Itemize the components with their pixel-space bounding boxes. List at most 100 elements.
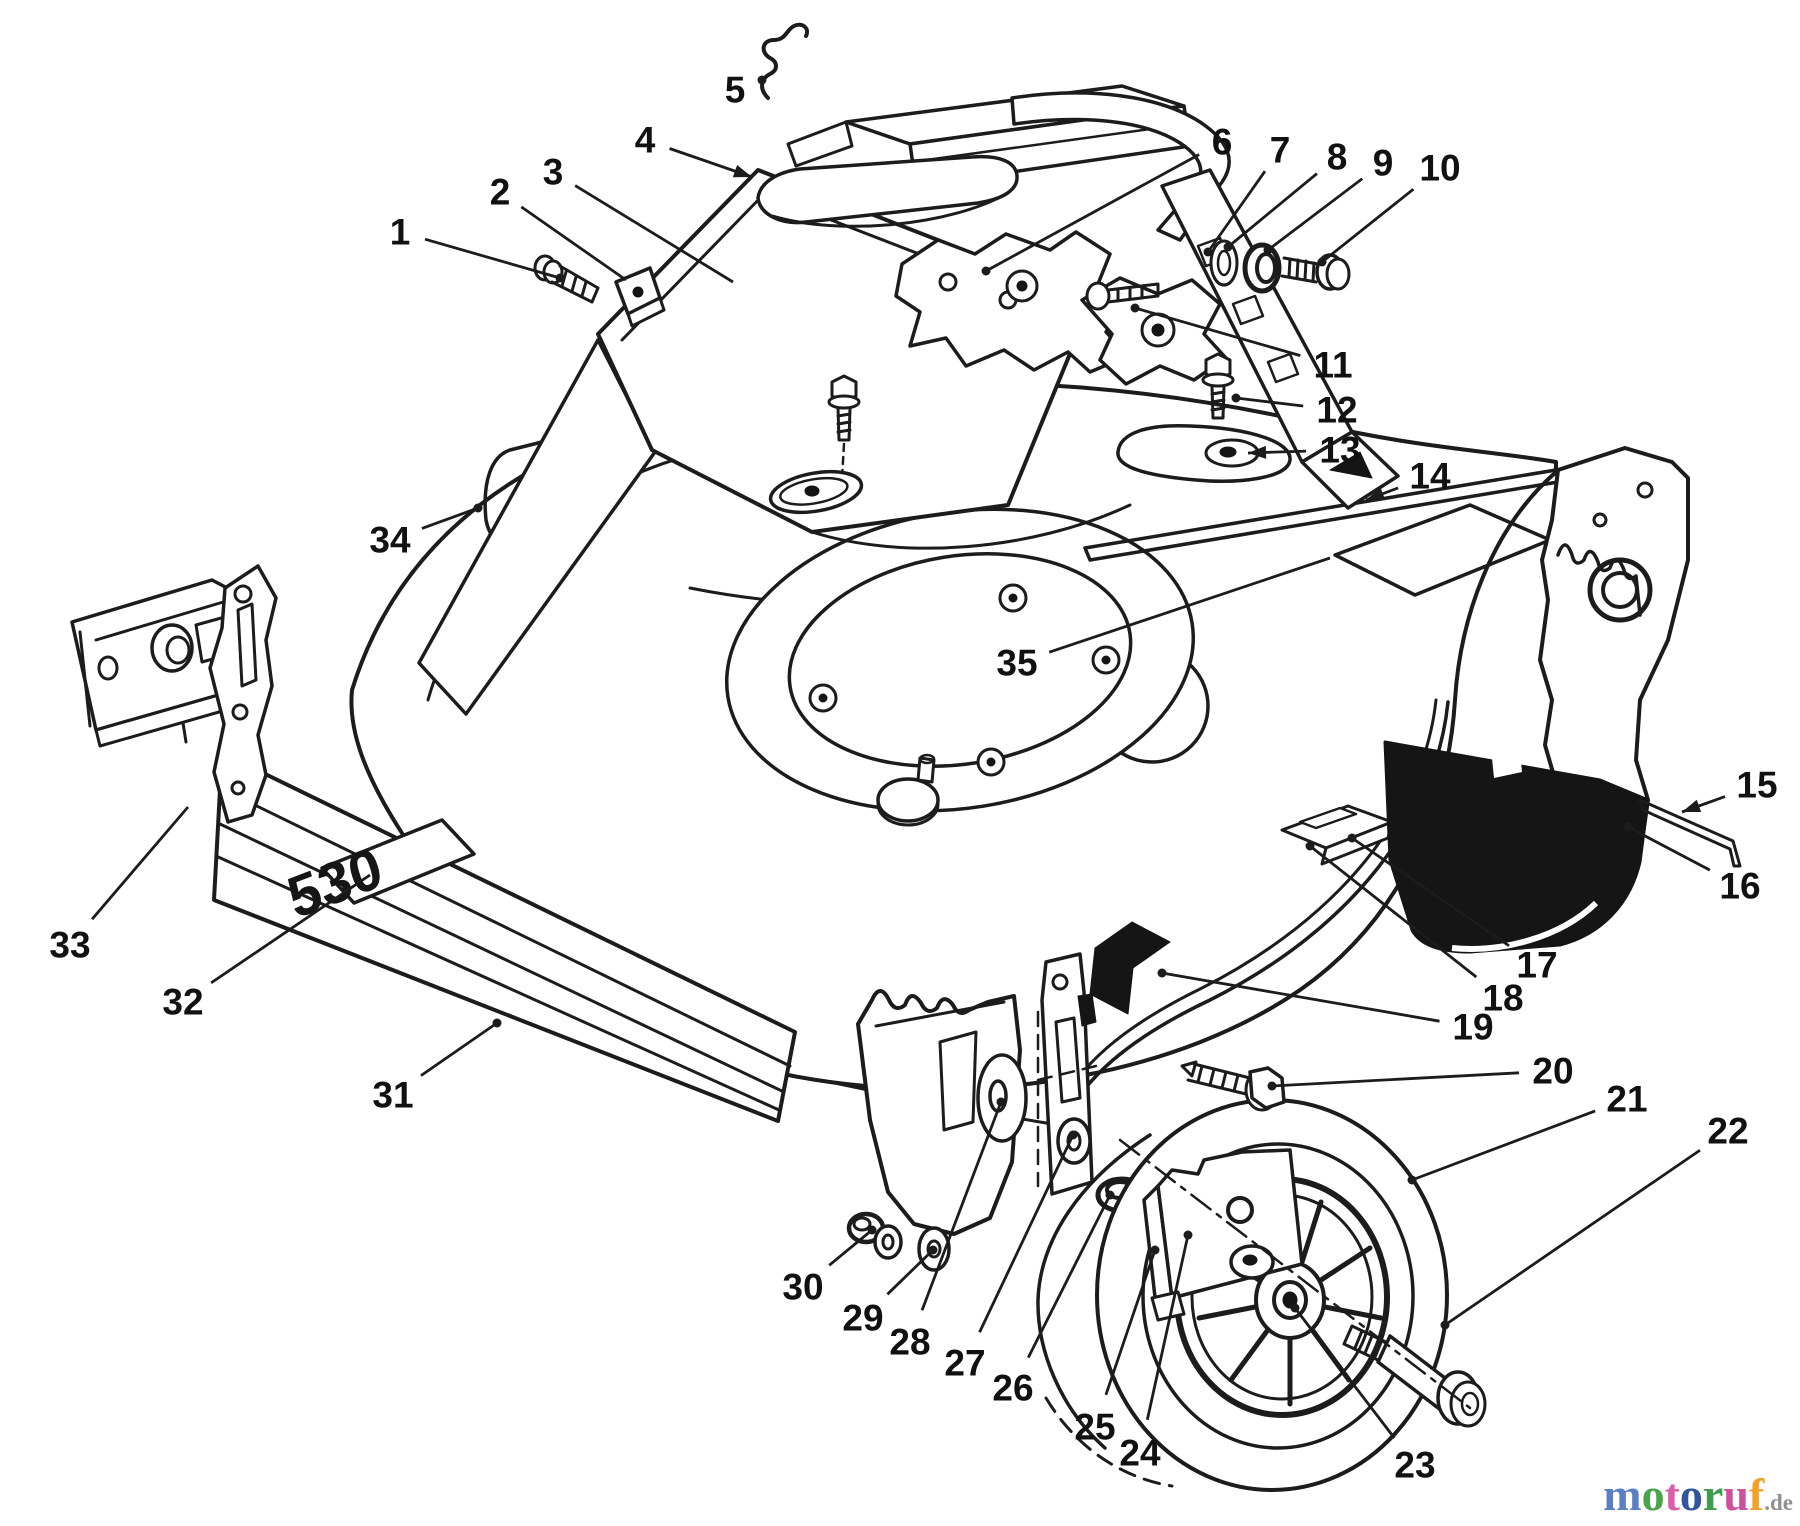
carriage-bolt-11 xyxy=(1085,281,1160,311)
clip-plate-2 xyxy=(614,266,666,328)
part-number-28: 28 xyxy=(889,1322,930,1363)
part-number-11: 11 xyxy=(1313,345,1352,386)
callout-25: 25 xyxy=(1074,1245,1160,1448)
control-panel xyxy=(756,154,1019,228)
callout-17: 17 xyxy=(1347,833,1558,986)
callout-32: 32 xyxy=(162,873,371,1023)
callout-18: 18 xyxy=(1305,841,1524,1019)
part-number-25: 25 xyxy=(1074,1407,1115,1448)
axis-line xyxy=(1118,1138,1472,1410)
height-lever-left xyxy=(208,564,278,824)
cable-clip-5 xyxy=(760,22,809,100)
part-number-5: 5 xyxy=(725,70,746,111)
callout-16: 16 xyxy=(1623,822,1761,907)
left-mount-bracket-33 xyxy=(70,578,254,748)
callout-22: 22 xyxy=(1440,1111,1749,1330)
discharge-deflector xyxy=(1383,740,1650,954)
part-number-17: 17 xyxy=(1516,945,1557,986)
part-number-8: 8 xyxy=(1327,137,1348,178)
part-number-15: 15 xyxy=(1736,765,1777,806)
watermark-logo: motoruf.de xyxy=(1603,1469,1793,1520)
deck-skirt xyxy=(212,736,797,1123)
part-number-32: 32 xyxy=(162,982,203,1023)
callout-29: 29 xyxy=(842,1245,938,1339)
callout-24: 24 xyxy=(1119,1230,1193,1474)
part-number-22: 22 xyxy=(1707,1111,1748,1152)
callout-7: 7 xyxy=(1203,130,1291,257)
part-number-18: 18 xyxy=(1482,978,1523,1019)
part-number-26: 26 xyxy=(992,1368,1033,1409)
callout-30: 30 xyxy=(782,1225,877,1308)
part-number-20: 20 xyxy=(1532,1051,1573,1092)
callout-20: 20 xyxy=(1267,1051,1574,1092)
part-number-4: 4 xyxy=(635,120,656,161)
callout-15: 15 xyxy=(1681,765,1778,814)
callout-12: 12 xyxy=(1231,390,1358,431)
washer-13-left xyxy=(768,469,864,515)
part-number-3: 3 xyxy=(543,152,564,193)
callout-1: 1 xyxy=(390,212,565,283)
callout-35: 35 xyxy=(996,556,1331,684)
shoulder-bolt-20 xyxy=(1180,1060,1286,1112)
part-number-29: 29 xyxy=(842,1298,883,1339)
part-number-27: 27 xyxy=(944,1343,985,1384)
callout-21: 21 xyxy=(1407,1079,1648,1185)
callout-4: 4 xyxy=(635,120,753,179)
callout-28: 28 xyxy=(889,1097,1006,1363)
part-number-33: 33 xyxy=(49,925,90,966)
part-number-16: 16 xyxy=(1719,866,1760,907)
spacer-block-19 xyxy=(1077,921,1171,1027)
callout-26: 26 xyxy=(992,1190,1115,1409)
callout-23: 23 xyxy=(1290,1303,1436,1486)
motoruf-watermark: motoruf.de xyxy=(1603,1469,1793,1520)
hex-bolt-10 xyxy=(1280,253,1351,291)
part-number-9: 9 xyxy=(1373,143,1394,184)
cup-washer-9 xyxy=(1242,242,1282,294)
part-number-6: 6 xyxy=(1212,122,1233,163)
lower-handle-strap xyxy=(1160,168,1400,510)
callout-13: 13 xyxy=(1247,430,1361,471)
callout-10: 10 xyxy=(1317,148,1461,267)
deflector-rod-15 xyxy=(1638,798,1742,868)
ring-bolts xyxy=(808,583,1121,777)
hidden-line xyxy=(1036,1010,1098,1188)
hardware-bolt-1 xyxy=(533,254,600,304)
callout-11: 11 xyxy=(1130,303,1353,386)
part-number-7: 7 xyxy=(1270,130,1291,171)
part-number-30: 30 xyxy=(782,1267,823,1308)
part-number-34: 34 xyxy=(369,520,411,561)
callout-27: 27 xyxy=(944,1130,1078,1384)
deck-cap xyxy=(876,753,940,827)
part-number-10: 10 xyxy=(1419,148,1460,189)
wheel-hub-23 xyxy=(1254,1260,1326,1340)
callout-8: 8 xyxy=(1223,137,1348,252)
callout-14: 14 xyxy=(1365,456,1451,502)
engine-mount-ring xyxy=(724,507,1210,827)
callout-19: 19 xyxy=(1157,968,1494,1048)
part-number-35: 35 xyxy=(996,643,1037,684)
callout-33: 33 xyxy=(49,806,190,966)
part-number-24: 24 xyxy=(1119,1433,1161,1474)
callout-2: 2 xyxy=(490,172,627,282)
callout-5: 5 xyxy=(725,70,767,111)
part-number-19: 19 xyxy=(1452,1007,1493,1048)
callout-3: 3 xyxy=(543,152,734,284)
part-number-1: 1 xyxy=(390,212,411,253)
callout-34: 34 xyxy=(369,503,483,561)
part-number-14: 14 xyxy=(1409,456,1451,497)
flat-washer-8 xyxy=(1209,239,1239,287)
callout-31: 31 xyxy=(372,1018,502,1116)
lock-nut-30 xyxy=(846,1211,903,1260)
part-number-12: 12 xyxy=(1316,390,1357,431)
callout-6: 6 xyxy=(981,122,1233,276)
callout-9: 9 xyxy=(1263,143,1394,255)
part-number-13: 13 xyxy=(1319,430,1360,471)
part-number-2: 2 xyxy=(490,172,511,213)
part-number-21: 21 xyxy=(1606,1079,1647,1120)
part-number-31: 31 xyxy=(372,1075,413,1116)
washer-13 xyxy=(1116,423,1292,483)
part-number-23: 23 xyxy=(1394,1445,1435,1486)
